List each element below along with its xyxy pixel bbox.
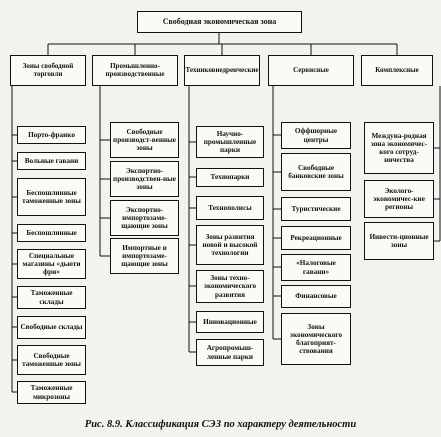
category-service: Сервисные (268, 55, 354, 86)
category-tech: Техниковнедренческие (184, 55, 260, 86)
category-complex: Комплексные (361, 55, 433, 86)
item-box: Финансовые (281, 285, 351, 308)
item-box: Инновационные (196, 311, 264, 333)
item-box: Экспортно-импортозаме-щающие зоны (110, 200, 179, 236)
item-box: Вольные гавани (17, 152, 86, 170)
item-box: Эколого-экономичес-кие регионы (364, 180, 434, 218)
item-box: Беспошлинные (17, 224, 86, 242)
item-box: Технополисы (196, 196, 264, 220)
item-box: Таможенные микрозоны (17, 381, 86, 404)
item-box: Оффшорные центры (281, 122, 351, 149)
figure-caption: Рис. 8.9. Классификация СЭЗ по характеру… (84, 419, 357, 430)
item-box: Порто-франко (17, 126, 86, 144)
item-box: Свободные банковские зоны (281, 153, 351, 191)
item-box: Свободные производст-венные зоны (110, 122, 179, 158)
item-box: Междуна-родная зона экономичес-кого сотр… (364, 122, 434, 174)
item-box: Технопарки (196, 168, 264, 187)
item-box: Зоны техно-экономического развития (196, 270, 264, 303)
item-box: Зоны развития новой и высокой технологии (196, 225, 264, 265)
item-box: Беспошлинные таможенные зоны (17, 178, 86, 216)
item-box: Импортные и импортозаме-щающие зоны (110, 238, 179, 274)
item-box: Инвести-ционные зоны (364, 222, 434, 260)
category-industrial: Промышленно-производственные (92, 55, 178, 86)
item-box: Таможенные склады (17, 286, 86, 309)
category-free-trade: Зоны свободной торговли (10, 55, 86, 86)
item-box: Экспортно-производствен-ные зоны (110, 161, 179, 197)
item-box: Научно-промышленные парки (196, 126, 264, 158)
item-box: Зоны экономического благоприят-ствования (281, 313, 351, 365)
item-box: Свободные таможенные зоны (17, 345, 86, 375)
item-box: Специальные магазины «дьюти фри» (17, 249, 86, 279)
item-box: «Налоговые гавани» (281, 254, 351, 281)
root-box: Свободная экономическая зона (137, 11, 302, 33)
item-box: Рекреационные (281, 226, 351, 250)
root-label: Свободная экономическая зона (162, 16, 277, 26)
item-box: Туристические (281, 197, 351, 221)
item-box: Свободные склады (17, 316, 86, 339)
item-box: Агропромыш-ленные парки (196, 339, 264, 366)
